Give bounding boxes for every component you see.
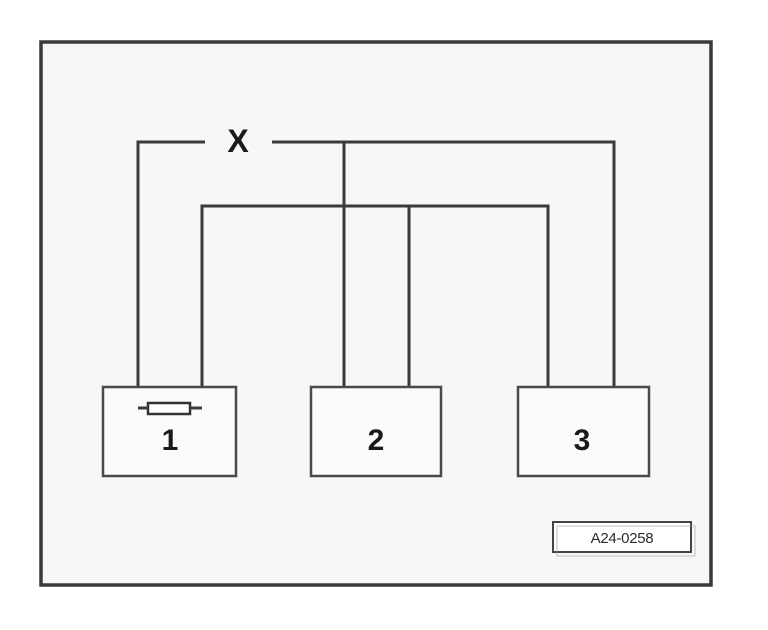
diagram-frame: [39, 40, 713, 587]
reference-code-box: [552, 521, 692, 553]
reference-code-text: A24-0258: [591, 530, 654, 547]
component-1-label: 1: [162, 424, 179, 457]
component-2-label: 2: [368, 424, 385, 457]
wire-component-1-to-component-3: [200, 204, 550, 408]
component-box-2: [309, 385, 443, 478]
wire-left-to-x: [136, 140, 205, 408]
component-3-label: 3: [574, 424, 591, 457]
reference-code-shadow: [556, 525, 696, 557]
resistor-symbol: [146, 401, 192, 416]
junction-x-label: X: [227, 123, 249, 159]
component-box-3: [516, 385, 651, 478]
wire-x-to-component-3-top: [272, 140, 616, 386]
